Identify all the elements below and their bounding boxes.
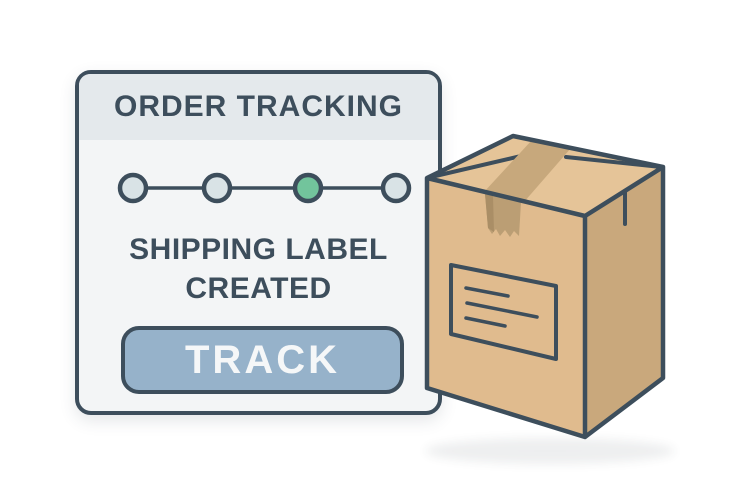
order-tracking-card: ORDER TRACKING SHIPPING LABEL CREATED TR… [75,70,442,415]
tape-icon [484,140,571,202]
tape-edge-shade [485,194,494,232]
status-line-2: CREATED [185,272,332,305]
box-front-face [427,178,585,437]
box-side-face [585,167,663,437]
track-button[interactable]: TRACK [121,326,404,394]
card-title: ORDER TRACKING [114,90,403,123]
box-outline [424,133,666,440]
progress-tracker [117,172,412,204]
progress-step-1-incomplete [117,172,149,204]
label-text-lines [464,286,539,328]
tape-front-strip [485,194,521,237]
track-button-label: TRACK [185,337,340,382]
progress-step-3-active [292,172,324,204]
package-box-illustration [424,133,675,464]
box-ground-shadow [425,438,675,464]
status-text: SHIPPING LABEL CREATED [79,230,438,308]
shipping-label-icon [449,263,558,361]
card-header: ORDER TRACKING [79,74,438,140]
progress-step-2-incomplete [201,172,233,204]
progress-step-4-incomplete [380,172,412,204]
status-line-1: SHIPPING LABEL [129,233,388,266]
